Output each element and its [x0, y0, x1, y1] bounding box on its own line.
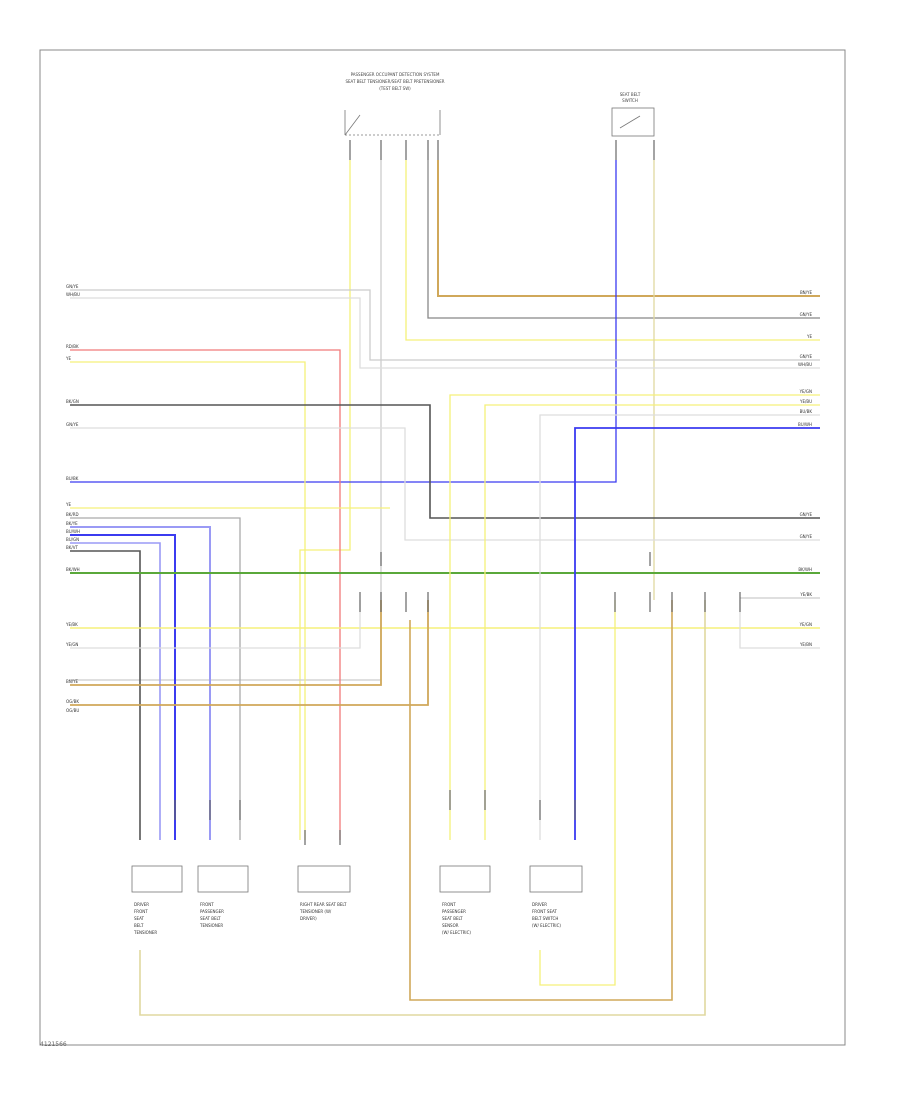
bottom-connector-pins — [139, 790, 576, 845]
left-wire-labels: GN/YE WH/BU RD/BK YE BK/GN GN/YE BU/BK YE BK/RD B… — [65, 284, 80, 713]
left-wire-label: YE/GN — [65, 642, 78, 647]
top-connector-pins — [349, 140, 655, 160]
left-wire-label: BU/BK — [66, 476, 79, 481]
switch-title-1: PASSENGER OCCUPANT DETECTION SYSTEM — [351, 72, 440, 77]
right-wire-label: GN/YE — [800, 512, 813, 517]
left-wire-label: WH/BU — [66, 292, 80, 297]
left-wire-label: GN/YE — [66, 284, 79, 289]
diagram-code: 4121566 — [40, 1041, 67, 1048]
right-wire-label: BK/WH — [798, 567, 812, 572]
left-wire-label: YE — [65, 502, 71, 507]
right-switch-title-1: SEAT BELT — [620, 92, 641, 97]
diagram-frame — [39, 49, 846, 1046]
right-switch-assembly: SEAT BELT SWITCH — [611, 92, 655, 137]
left-horizontal-wires — [70, 289, 820, 840]
right-wire-label: BN/YE — [800, 290, 813, 295]
right-wire-label: YE/BU — [799, 399, 812, 404]
left-wire-label: GN/YE — [66, 422, 79, 427]
driver-front-seat-belt-switch-box — [529, 865, 583, 893]
left-wire-label: YE/BK — [65, 622, 78, 627]
right-wire-label: YE — [806, 334, 812, 339]
top-switch-assembly: PASSENGER OCCUPANT DETECTION SYSTEM SEAT… — [344, 72, 445, 136]
right-wire-label: BU/WH — [798, 422, 812, 427]
left-wire-label: BU/GN — [66, 537, 79, 542]
right-wire-label: BU/BK — [800, 409, 813, 414]
left-wire-label: OG/BU — [66, 708, 79, 713]
right-wire-label: YE/GN — [799, 389, 812, 394]
left-wire-label: BK/RD — [66, 512, 79, 517]
left-wire-label: RD/BK — [66, 344, 79, 349]
switch-title-3: (TEST BELT SW) — [379, 86, 411, 91]
right-wire-label: YE/BN — [799, 642, 812, 647]
right-horizontal-wires — [139, 394, 820, 1016]
top-vertical-wires — [70, 160, 820, 840]
left-wire-label: BK/VT — [66, 545, 78, 550]
right-wire-label: WH/BU — [798, 362, 812, 367]
right-wire-labels: BN/YE GN/YE YE GN/YE WH/BU YE/GN YE/BU BU/BK BU/… — [798, 290, 812, 647]
left-wire-label: BK/WH — [66, 567, 80, 572]
left-wire-label: OG/BK — [66, 699, 79, 704]
right-wire-label: YE/GN — [799, 622, 812, 627]
right-switch-title-2: SWITCH — [622, 98, 638, 103]
driver-seat-belt-tensioner-box — [131, 865, 183, 893]
left-wire-label: BU/WH — [66, 529, 80, 534]
front-passenger-seat-belt-tensioner-box — [197, 865, 249, 893]
front-passenger-seat-belt-sensor-box — [439, 865, 491, 893]
bottom-components — [131, 865, 583, 893]
right-wire-label: GN/YE — [800, 312, 813, 317]
mid-splice-pins — [359, 552, 741, 612]
right-wire-label: GN/YE — [800, 354, 813, 359]
left-wire-label: BK/YE — [66, 521, 78, 526]
left-wire-label: YE — [65, 356, 71, 361]
left-wire-label: BK/GN — [66, 399, 79, 404]
right-wire-label: YE/BK — [799, 592, 812, 597]
left-wire-label: BN/YE — [66, 679, 79, 684]
switch-title-2: SEAT BELT TENSIONER/SEAT BELT PRETENSION… — [345, 79, 444, 84]
right-wire-label: GN/YE — [800, 534, 813, 539]
right-rear-seat-belt-tensioner-box — [297, 865, 351, 893]
